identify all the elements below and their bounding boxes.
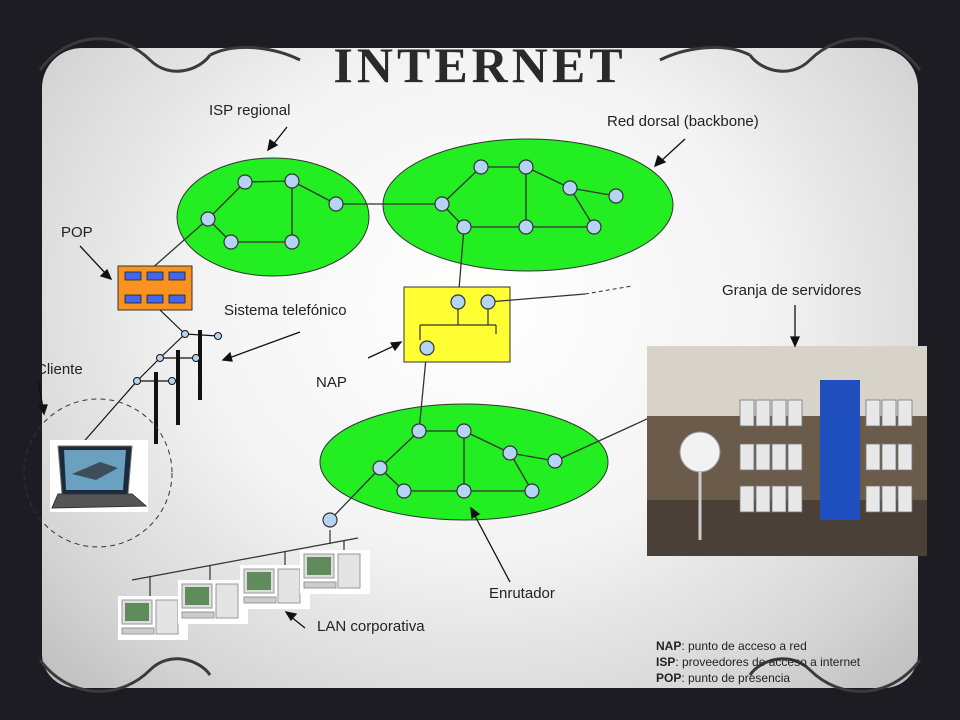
desktop-computer-icon xyxy=(178,580,248,624)
router-node xyxy=(608,188,624,204)
router-node xyxy=(562,180,578,196)
lan-label: LAN corporativa xyxy=(317,618,425,635)
router-node xyxy=(547,453,563,469)
router-label: Enrutador xyxy=(489,585,555,602)
pop-label: POP xyxy=(61,224,93,241)
isp-regional-label: ISP regional xyxy=(209,102,291,119)
nap-label: NAP xyxy=(316,374,347,391)
backbone-network xyxy=(382,138,674,272)
router-node xyxy=(502,445,518,461)
router-node xyxy=(456,483,472,499)
router-node xyxy=(411,423,427,439)
router-node xyxy=(328,196,344,212)
client-label: Cliente xyxy=(36,361,83,378)
router-node xyxy=(284,234,300,250)
laptop-icon xyxy=(50,440,148,512)
router-node xyxy=(480,294,496,310)
legend-item: POP: punto de presencia xyxy=(656,671,791,685)
ornament-bottom xyxy=(38,657,922,693)
desktop-computer-icon xyxy=(118,596,188,640)
desktop-computer-icon xyxy=(300,550,370,594)
router-node xyxy=(200,211,216,227)
router-node xyxy=(518,219,534,235)
router-node xyxy=(284,173,300,189)
legend: NAP: punto de acceso a red ISP: proveedo… xyxy=(656,638,860,686)
router-node xyxy=(434,196,450,212)
router-node xyxy=(372,460,388,476)
desktop-computer-icon xyxy=(240,565,310,609)
router-node xyxy=(419,340,435,356)
router-node xyxy=(322,512,338,528)
legend-item: ISP: proveedores de acceso a internet xyxy=(656,655,861,669)
router-node xyxy=(473,159,489,175)
legend-item: NAP: punto de acceso a red xyxy=(656,639,807,653)
router-node xyxy=(396,483,412,499)
pop-box xyxy=(117,265,193,311)
telephone-system xyxy=(79,309,222,447)
backbone-label: Red dorsal (backbone) xyxy=(607,113,759,130)
server-farm-image xyxy=(647,346,927,556)
ornament-top xyxy=(38,37,922,73)
router-node xyxy=(456,423,472,439)
router-nodes xyxy=(200,159,624,528)
router-node xyxy=(456,219,472,235)
router-node xyxy=(237,174,253,190)
router-node xyxy=(518,159,534,175)
lan-computers xyxy=(118,550,370,640)
telephone-system-label: Sistema telefónico xyxy=(224,302,347,319)
server-farm-label: Granja de servidores xyxy=(722,282,862,299)
router-node xyxy=(524,483,540,499)
regional-isp-links xyxy=(149,180,442,271)
router-node xyxy=(450,294,466,310)
label-arrows xyxy=(37,126,801,629)
page-title: INTERNET xyxy=(333,37,627,93)
router-node xyxy=(223,234,239,250)
client-zone xyxy=(23,398,173,548)
router-node xyxy=(586,219,602,235)
